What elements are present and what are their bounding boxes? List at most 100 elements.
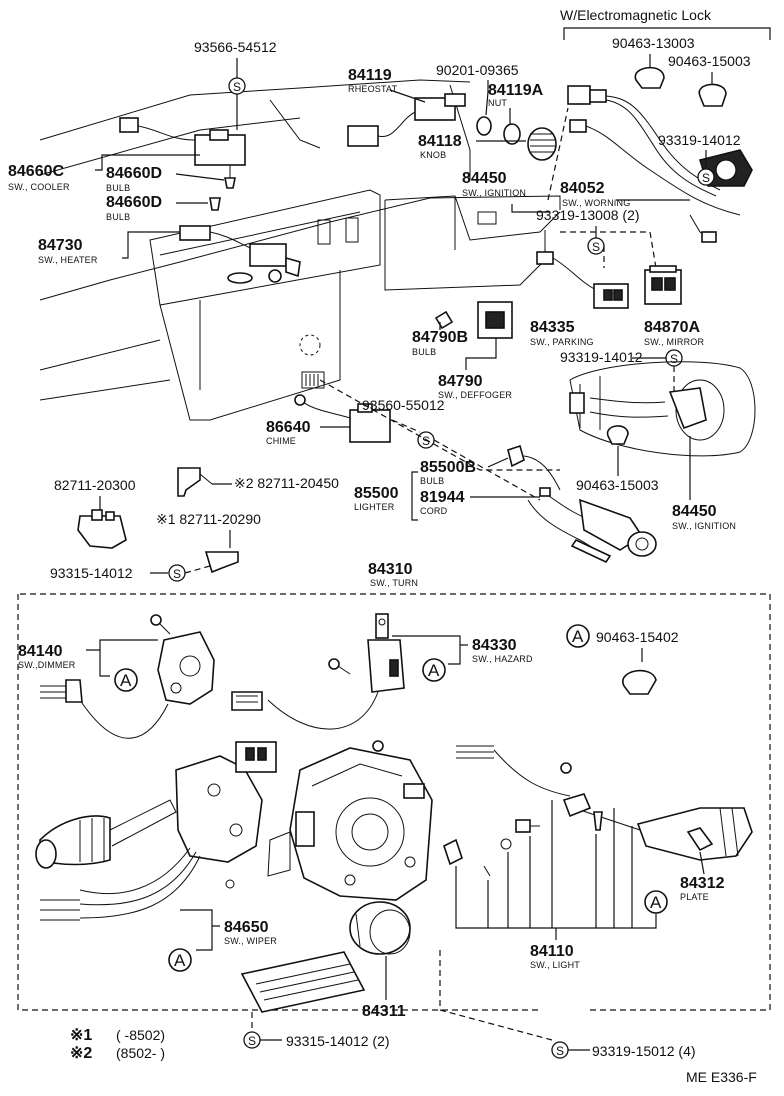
part-84660d-b-desc: BULB [106,212,130,222]
svg-text:S: S [702,171,710,185]
part-93566-54512: 93566-54512 [194,39,277,55]
note-1-range: ( -8502) [116,1027,165,1043]
part-84730: 84730 [38,237,83,254]
part-90463-13003: 90463-13003 [612,35,695,51]
part-84330: 84330 [472,637,517,654]
part-86640-desc: CHIME [266,436,296,446]
clamp-b [698,83,727,107]
screw-symbol: S [587,237,605,255]
part-93319-14012-top: 93319-14012 [658,132,741,148]
part-84330-desc: SW., HAZARD [472,654,533,664]
lock-bracket [563,27,771,40]
assembly-marker-a: A [566,624,590,648]
part-84110-desc: SW., LIGHT [530,960,580,970]
part-93315-14012-bottom: 93315-14012 (2) [286,1033,390,1049]
dimmer-switch [40,614,215,739]
part-90463-15402: 90463-15402 [596,629,679,645]
assembly-marker-a: A [168,948,192,972]
note-2-range: (8502- ) [116,1045,165,1061]
svg-text:A: A [650,893,662,912]
heater-switch [179,225,301,284]
svg-text:S: S [556,1044,564,1058]
part-84660d-b: 84660D [106,194,162,211]
part-84119a: 84119A [488,82,544,99]
part-93319-14012-mid: 93319-14012 [560,349,643,365]
part-84450-bottom: 84450 [672,503,717,520]
assembly-marker-a: A [422,658,446,682]
clamp-a [634,66,665,89]
hazard-switch [231,613,405,730]
part-84450-bottom-desc: SW., IGNITION [672,521,736,531]
part-84118: 84118 [418,133,462,150]
part-84790-desc: SW., DEFFOGER [438,390,512,400]
part-84450-top: 84450 [462,170,507,187]
lock-title: W/Electromagnetic Lock [560,7,712,23]
turn-switch-assembly-box [17,593,771,1011]
part-84650-desc: SW., WIPER [224,936,277,946]
figure-code: ME E336-F [686,1069,757,1085]
part-93319-13008: 93319-13008 (2) [536,207,640,223]
part-84870a-desc: SW., MIRROR [644,337,704,347]
bracket-82711-20450 [177,467,213,497]
part-84790b: 84790B [412,329,468,346]
part-85500b-desc: BULB [420,476,444,486]
rheostat [347,93,466,147]
part-84140-desc: SW.,DIMMER [18,660,76,670]
light-switch [443,745,753,877]
part-84660d-a: 84660D [106,165,162,182]
nut [503,123,521,145]
screw-symbol: S [243,1031,261,1049]
part-81944-desc: CORD [420,506,448,516]
screw-symbol: S [168,564,186,582]
clamp-c [606,425,629,445]
column-cover-lower [240,951,366,1013]
screw-symbol: S [697,168,715,186]
turn-switch-cover [349,901,411,955]
mirror-switch [644,265,682,305]
steering-column-ignition [569,361,756,457]
part-84660c-desc: SW., COOLER [8,182,70,192]
svg-text:S: S [173,567,181,581]
note-1-mark: ※1 [70,1027,92,1044]
part-84450-top-desc: SW., IGNITION [462,188,526,198]
part-84335-desc: SW., PARKING [530,337,594,347]
bracket-82711-20300 [77,509,127,549]
svg-text:A: A [428,661,440,680]
svg-text:S: S [233,80,241,94]
instrument-panel-body [39,79,561,421]
part-85500-desc: LIGHTER [354,502,395,512]
part-90463-15003-mid: 90463-15003 [576,477,659,493]
screw-symbol: S [228,77,246,95]
part-84650: 84650 [224,919,269,936]
part-84870a: 84870A [644,319,700,336]
part-82711-20450: ※2 82711-20450 [234,475,339,491]
svg-text:S: S [592,240,600,254]
part-84312-desc: PLATE [680,892,709,902]
chime [294,394,391,443]
part-90463-15003-top: 90463-15003 [668,53,751,69]
screw-symbol: S [665,349,683,367]
cigarette-lighter [507,444,657,564]
assembly-marker-a: A [644,890,668,914]
part-84119: 84119 [348,67,392,84]
cooler-switch-harness [119,117,246,211]
part-84052-desc: SW., WORNING [562,198,630,208]
part-85500b: 85500B [420,459,476,476]
part-84310: 84310 [368,561,413,578]
part-84790: 84790 [438,373,483,390]
part-84118-desc: KNOB [420,150,446,160]
washer [476,116,492,136]
part-84310-desc: SW., TURN [370,578,418,588]
note-2-mark: ※2 [70,1045,92,1062]
part-84335: 84335 [530,319,575,336]
part-84119-desc: RHEOSTAT [348,84,398,94]
part-84730-desc: SW., HEATER [38,255,98,265]
part-84119a-desc: NUT [488,98,507,108]
part-93315-14012-left: 93315-14012 [50,565,133,581]
screw-symbol: S [551,1041,569,1059]
part-84660d-a-desc: BULB [106,183,130,193]
part-84312: 84312 [680,875,725,892]
part-82711-20300: 82711-20300 [54,477,136,493]
part-86640: 86640 [266,419,311,436]
